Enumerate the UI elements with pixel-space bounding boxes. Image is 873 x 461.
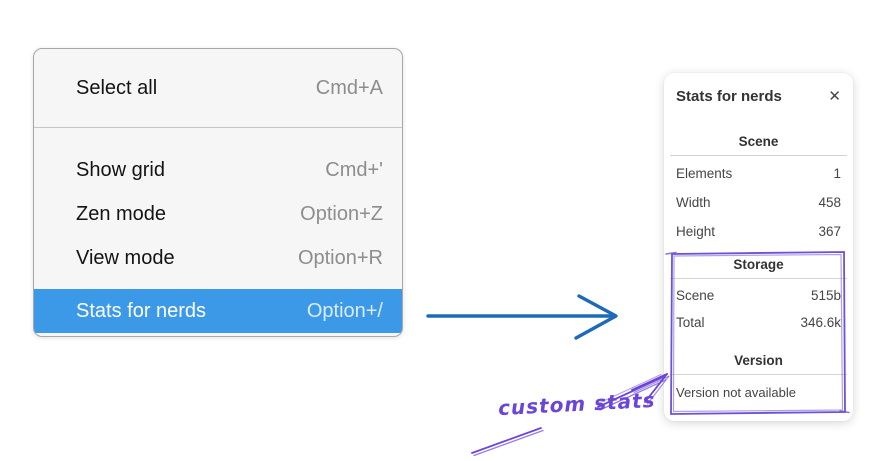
stat-value: 1 [833,166,841,181]
section-title: Scene [738,134,779,149]
menu-item-shortcut: Option+/ [306,299,383,322]
flow-arrow [426,294,618,340]
stat-label: Elements [676,166,733,181]
stat-label: Height [676,224,716,239]
version-note: Version not available [676,385,796,400]
annotation-arrow [471,373,670,457]
section-title: Storage [733,257,784,272]
section-version: Version Version not available [670,352,847,407]
annotation-label: custom stats [497,387,657,421]
menu-item-label: View mode [76,246,175,269]
context-menu: Select all Cmd+A Show grid Cmd+' Zen mod… [33,48,403,337]
menu-divider [34,127,402,128]
menu-item-label: Select all [76,76,158,99]
menu-item-zen-mode[interactable]: Zen mode Option+Z [34,192,402,236]
menu-item-label: Zen mode [76,202,167,225]
stats-panel: Stats for nerds ✕ Scene Elements 1 Width… [664,73,853,421]
menu-group-top: Select all Cmd+A [34,49,402,127]
menu-group-bottom: Show grid Cmd+' Zen mode Option+Z View m… [34,128,402,336]
stat-value: 346.6k [800,315,841,330]
stat-value: 458 [818,195,841,210]
section-divider [670,278,847,279]
stats-panel-header: Stats for nerds ✕ [676,85,841,107]
menu-item-shortcut: Cmd+A [315,76,383,99]
section-storage: Storage Scene 515b Total 346.6k [670,256,847,336]
stat-value: 515b [810,288,841,303]
menu-item-label: Stats for nerds [76,299,207,322]
stats-close-button[interactable]: ✕ [828,86,841,105]
menu-item-shortcut: Option+R [297,246,383,269]
section-divider [670,374,847,375]
stat-row-height: Height 367 [676,217,841,246]
stat-label: Width [676,195,711,210]
stat-value: 367 [818,224,841,239]
menu-item-select-all[interactable]: Select all Cmd+A [34,66,402,110]
close-icon: ✕ [828,86,841,105]
stat-label: Scene [676,288,715,303]
stats-panel-title: Stats for nerds [676,87,782,105]
stat-row-width: Width 458 [676,188,841,217]
menu-item-shortcut: Option+Z [300,202,383,225]
menu-item-show-grid[interactable]: Show grid Cmd+' [34,148,402,192]
stat-row-elements: Elements 1 [676,159,841,188]
section-divider [670,155,847,156]
menu-item-stats-for-nerds[interactable]: Stats for nerds Option+/ [34,289,402,333]
menu-item-label: Show grid [76,158,165,181]
section-title: Version [734,353,783,368]
menu-item-shortcut: Cmd+' [325,158,383,181]
menu-item-view-mode[interactable]: View mode Option+R [34,236,402,280]
stat-row-storage-scene: Scene 515b [676,282,841,309]
stat-label: Total [676,315,705,330]
stat-row-storage-total: Total 346.6k [676,309,841,336]
section-scene: Scene Elements 1 Width 458 Height 367 [670,133,847,246]
